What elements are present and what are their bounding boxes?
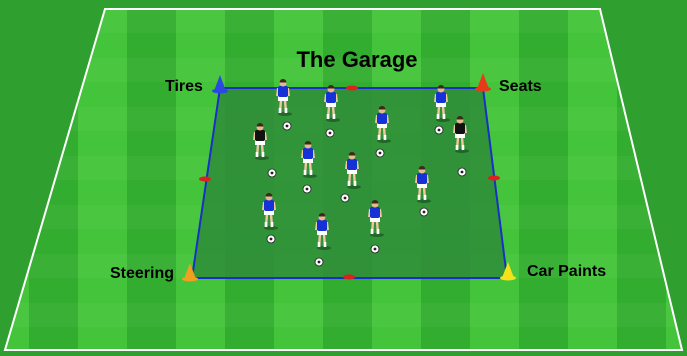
ball-icon	[371, 245, 379, 253]
corner-label-car-paints: Car Paints	[527, 263, 606, 280]
ball-icon	[283, 122, 291, 130]
ball-icon	[458, 168, 466, 176]
ball-icon	[420, 208, 428, 216]
ball-icon	[435, 126, 443, 134]
corner-label-tires: Tires	[165, 78, 203, 95]
ball-icon	[376, 149, 384, 157]
ball-icon	[267, 235, 275, 243]
corner-label-seats: Seats	[499, 78, 542, 95]
ball-icon	[268, 169, 276, 177]
ball-icon	[303, 185, 311, 193]
diagram-title: The Garage	[296, 47, 417, 72]
corner-label-steering: Steering	[110, 265, 174, 282]
ball-icon	[326, 129, 334, 137]
disc-marker-icon	[343, 275, 355, 280]
disc-marker-icon	[488, 176, 500, 181]
ball-icon	[315, 258, 323, 266]
disc-marker-icon	[346, 86, 358, 91]
ball-icon	[341, 194, 349, 202]
pitch-band	[0, 303, 687, 327]
disc-marker-icon	[199, 177, 211, 182]
